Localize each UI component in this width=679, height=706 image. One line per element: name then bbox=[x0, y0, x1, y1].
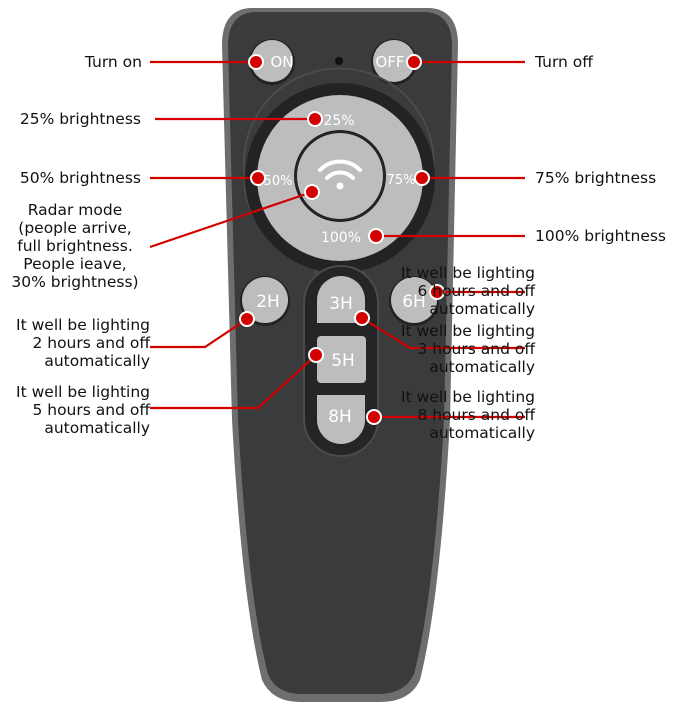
button-50-label: 50% bbox=[264, 174, 293, 189]
on-button[interactable]: ON bbox=[249, 39, 295, 85]
button-25-label: 25% bbox=[323, 113, 354, 129]
label-6h: It well be lighting 6 hours and off auto… bbox=[401, 264, 535, 318]
timer-3h-button[interactable]: 3H bbox=[317, 276, 365, 323]
on-button-label: ON bbox=[270, 53, 293, 71]
label-radar: Radar mode (people arrive, full brightne… bbox=[11, 201, 139, 291]
wifi-icon bbox=[318, 159, 362, 190]
timer-8h-label: 8H bbox=[328, 407, 352, 427]
button-100-label: 100% bbox=[321, 230, 361, 246]
timer-5h-label: 5H bbox=[331, 351, 355, 371]
timer-6h-button[interactable]: 6H bbox=[389, 276, 439, 326]
timer-6h-label: 6H bbox=[402, 292, 426, 312]
label-5h: It well be lighting 5 hours and off auto… bbox=[16, 383, 150, 437]
label-2h: It well be lighting 2 hours and off auto… bbox=[16, 316, 150, 370]
label-turn-off: Turn off bbox=[535, 53, 593, 71]
label-turn-on: Turn on bbox=[84, 53, 142, 71]
label-8h: It well be lighting 8 hours and off auto… bbox=[401, 388, 535, 442]
timer-3h-label: 3H bbox=[329, 294, 353, 314]
off-button[interactable]: OFF bbox=[371, 39, 417, 85]
off-button-label: OFF bbox=[375, 53, 404, 71]
button-75-label: 75% bbox=[387, 173, 416, 188]
radar-button[interactable] bbox=[297, 133, 383, 219]
label-50: 50% brightness bbox=[19, 169, 141, 187]
label-100: 100% brightness bbox=[535, 227, 667, 245]
label-3h: It well be lighting 3 hours and off auto… bbox=[401, 322, 535, 376]
label-75: 75% brightness bbox=[535, 169, 657, 187]
timer-2h-label: 2H bbox=[256, 292, 280, 312]
sensor-hole bbox=[335, 57, 343, 65]
timer-8h-button[interactable]: 8H bbox=[317, 395, 365, 444]
callout-dots bbox=[239, 54, 445, 425]
timer-5h-button[interactable]: 5H bbox=[317, 336, 366, 383]
callout-lines bbox=[149, 60, 525, 419]
label-25: 25% brightness bbox=[19, 110, 141, 128]
